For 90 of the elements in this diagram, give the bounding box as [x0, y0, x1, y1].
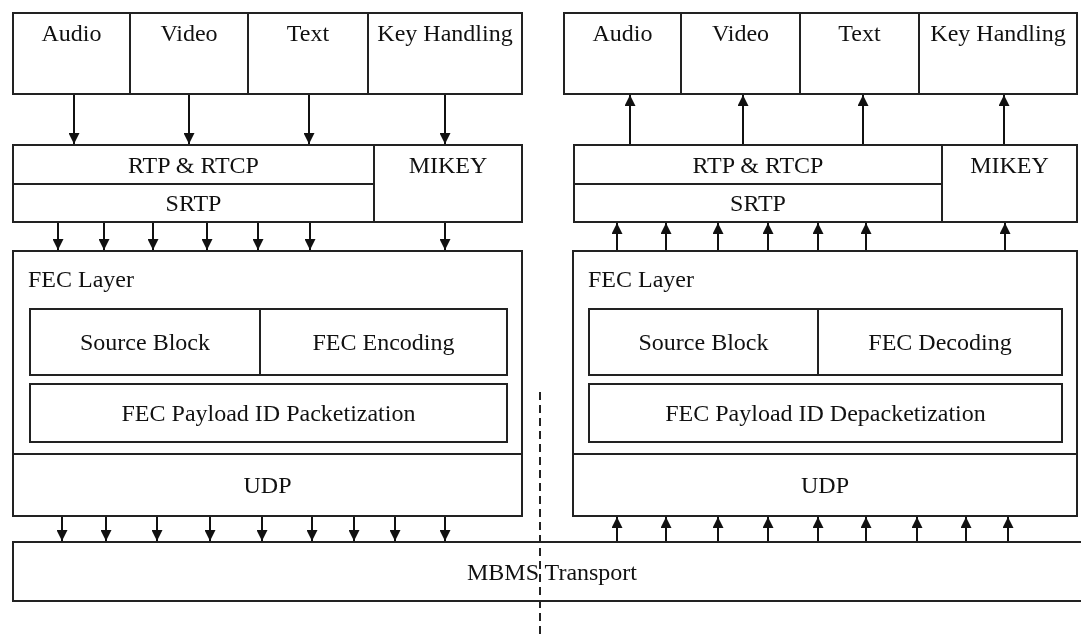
arrow [911, 516, 923, 542]
layer-label: Audio [41, 19, 102, 48]
arrow [256, 516, 268, 542]
layer-label: RTP & RTCP [128, 150, 259, 180]
arrow [812, 222, 824, 251]
layer-box [799, 12, 920, 95]
arrow [737, 94, 749, 145]
arrow [201, 222, 213, 251]
arrow [712, 516, 724, 542]
arrow [151, 516, 163, 542]
arrow [762, 516, 774, 542]
layer-label: MIKEY [408, 151, 488, 180]
layer-box [680, 12, 801, 95]
layer-label: Key Handling [377, 19, 513, 48]
arrow [1002, 516, 1014, 542]
layer-label: SRTP [165, 189, 222, 218]
arrow [439, 222, 451, 251]
layer-box [129, 12, 249, 95]
layer-box [573, 183, 943, 223]
arrow [857, 94, 869, 145]
layer-box [12, 453, 523, 517]
layer-label: FEC Payload ID Depacketization [665, 399, 986, 428]
layer-label: MBMS Transport [466, 557, 638, 587]
arrow [439, 516, 451, 542]
arrow [712, 222, 724, 251]
arrow [860, 516, 872, 542]
layer-box [572, 250, 1078, 455]
arrow [306, 516, 318, 542]
layer-box [373, 144, 523, 223]
layer-box [563, 12, 682, 95]
layer-label: Source Block [80, 328, 210, 357]
arrow [204, 516, 216, 542]
arrow [52, 222, 64, 251]
layer-box [12, 144, 375, 185]
arrow [147, 222, 159, 251]
arrow [303, 94, 315, 145]
arrow [68, 94, 80, 145]
arrow [960, 516, 972, 542]
arrow [812, 516, 824, 542]
layer-label: Key Handling [930, 19, 1066, 48]
arrow [762, 222, 774, 251]
arrow [100, 516, 112, 542]
layer-label: Text [286, 19, 330, 48]
arrow [998, 94, 1010, 145]
layer-heading: FEC Layer [28, 265, 134, 294]
layer-box [367, 12, 523, 95]
layer-box [572, 453, 1078, 517]
layer-label: FEC Payload ID Packetization [121, 399, 416, 428]
arrow [252, 222, 264, 251]
arrow [389, 516, 401, 542]
arrow [439, 94, 451, 145]
layer-box [29, 383, 508, 443]
arrow [660, 222, 672, 251]
layer-label: Video [160, 19, 218, 48]
layer-label: UDP [243, 471, 292, 500]
arrow [660, 516, 672, 542]
layer-label: MIKEY [970, 151, 1049, 180]
arrow [624, 94, 636, 145]
layer-label: Source Block [638, 328, 769, 357]
arrow [611, 516, 623, 542]
arrow [56, 516, 68, 542]
layer-label: UDP [801, 471, 849, 500]
arrow [183, 94, 195, 145]
arrow [860, 222, 872, 251]
layer-label: Video [711, 19, 770, 48]
layer-label: SRTP [730, 189, 786, 218]
arrow [348, 516, 360, 542]
layer-label: FEC Encoding [312, 328, 455, 357]
layer-box [12, 250, 523, 455]
layer-box [918, 12, 1078, 95]
layer-label: RTP & RTCP [692, 150, 824, 180]
layer-box [259, 308, 508, 376]
layer-box [247, 12, 369, 95]
layer-box [573, 144, 943, 185]
layer-box [588, 308, 819, 376]
layer-label: Audio [592, 19, 653, 48]
layer-label: FEC Decoding [868, 328, 1012, 357]
layer-box [588, 383, 1063, 443]
layer-box [12, 183, 375, 223]
layer-heading: FEC Layer [588, 265, 694, 294]
arrow [98, 222, 110, 251]
layer-box [12, 541, 1081, 602]
layer-box [817, 308, 1063, 376]
arrow [999, 222, 1011, 251]
layer-box [29, 308, 261, 376]
arrow [304, 222, 316, 251]
layer-box [941, 144, 1078, 223]
layer-label: Text [838, 19, 881, 48]
arrow [611, 222, 623, 251]
layer-box [12, 12, 131, 95]
